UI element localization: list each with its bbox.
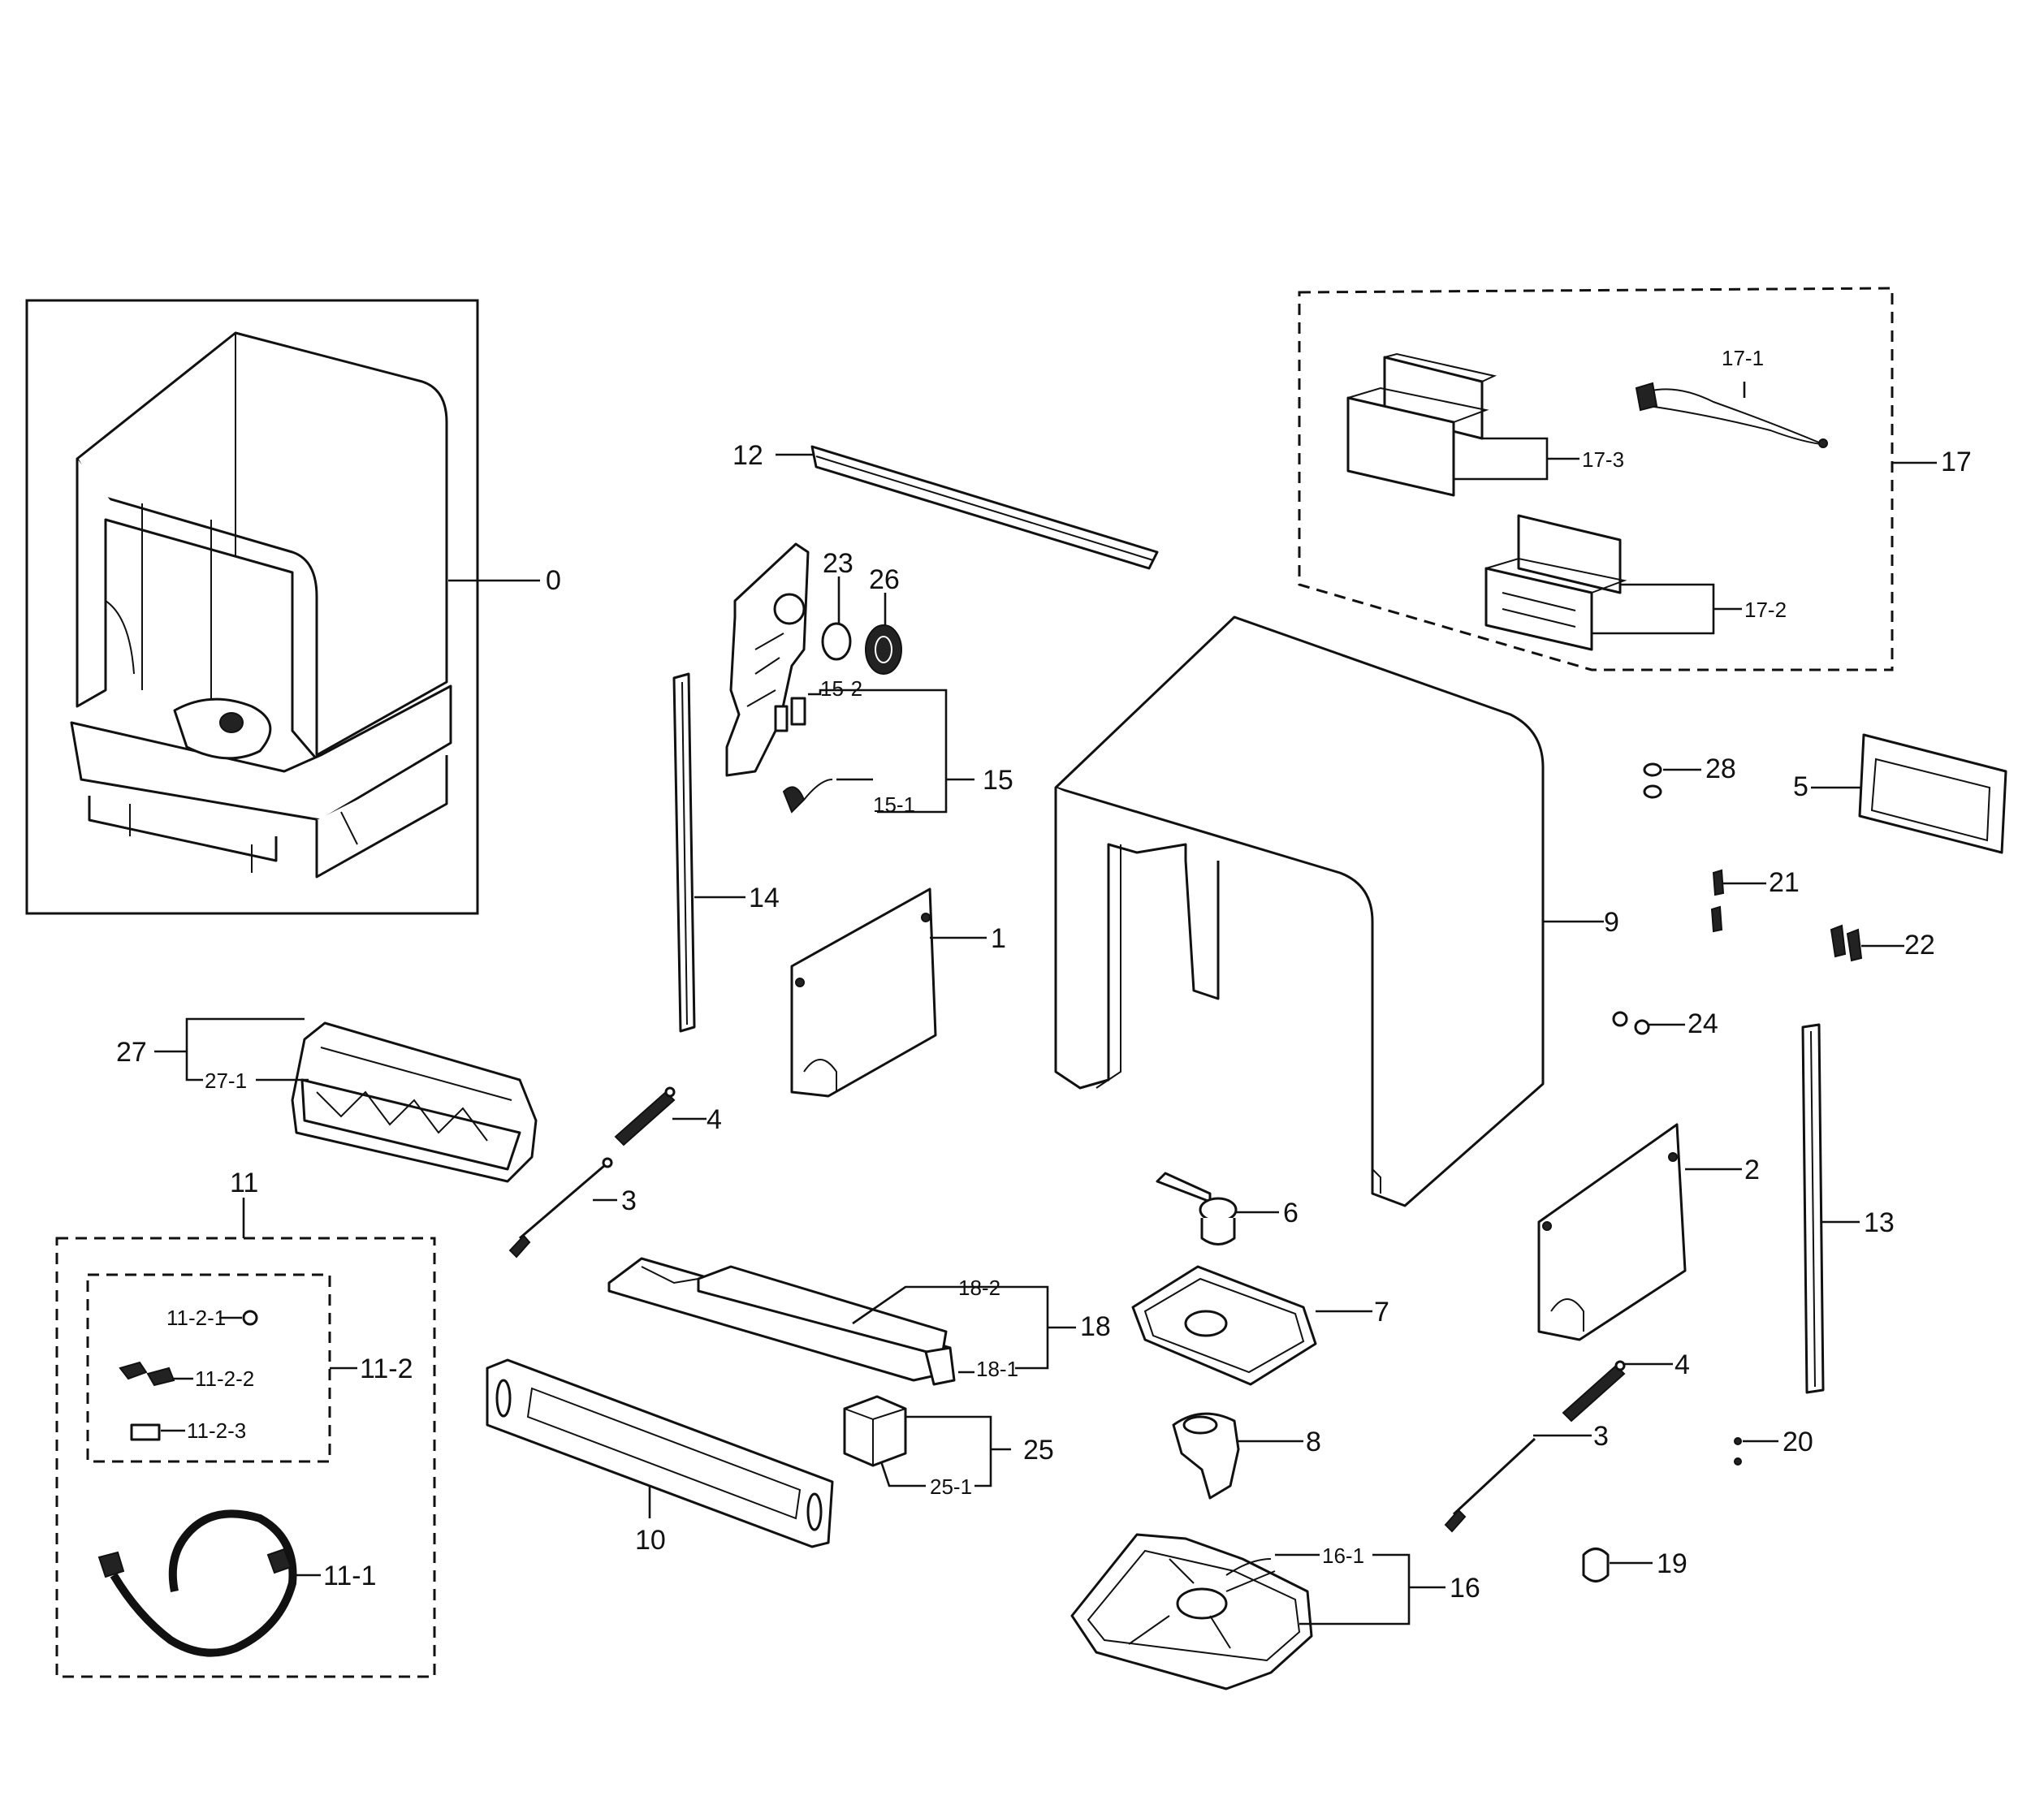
label-22: 22 (1904, 930, 1935, 961)
label-13: 13 (1864, 1207, 1895, 1238)
label-10: 10 (635, 1525, 666, 1556)
part-3-cable-left (508, 1157, 613, 1259)
label-18: 18 (1080, 1311, 1111, 1342)
part-4-spring-right (1562, 1360, 1626, 1423)
label-14: 14 (749, 883, 780, 913)
part-16-sump-base (1070, 1533, 1313, 1690)
part-20-screws (1734, 1437, 1742, 1466)
label-18-2: 18-2 (958, 1276, 1000, 1300)
label-16-1: 16-1 (1322, 1543, 1364, 1568)
label-4b: 4 (1675, 1349, 1690, 1380)
label-0: 0 (546, 565, 561, 596)
part-23-seal-ring (821, 622, 852, 661)
label-25-1: 25-1 (930, 1474, 972, 1499)
part-0-tub-assembly (25, 299, 479, 915)
label-12: 12 (732, 440, 763, 471)
part-10-kick-plate (486, 1358, 834, 1548)
label-16: 16 (1450, 1573, 1480, 1604)
label-15-1: 15-1 (873, 792, 915, 817)
label-18-1: 18-1 (976, 1357, 1018, 1381)
label-17-1: 17-1 (1722, 346, 1764, 370)
part-1-side-panel (790, 887, 937, 1098)
part-28-rings (1643, 762, 1662, 799)
label-25: 25 (1023, 1435, 1054, 1466)
part-25-bracket (843, 1395, 907, 1467)
label-5: 5 (1793, 771, 1808, 802)
label-3a: 3 (621, 1185, 637, 1216)
part-11-hose-kit (55, 1237, 436, 1678)
part-13-side-rail (1801, 1023, 1825, 1394)
label-3b: 3 (1593, 1421, 1609, 1452)
label-17-2: 17-2 (1744, 598, 1787, 622)
part-8-filter-housing (1172, 1412, 1240, 1500)
label-7: 7 (1374, 1297, 1389, 1328)
label-20: 20 (1783, 1427, 1813, 1457)
label-15-2: 15-2 (820, 676, 862, 701)
label-19: 19 (1657, 1548, 1687, 1579)
label-26: 26 (869, 564, 900, 595)
part-21-clips (1710, 869, 1725, 933)
part-7-gasket-plate (1131, 1265, 1317, 1386)
label-24: 24 (1687, 1008, 1718, 1039)
label-11: 11 (230, 1168, 258, 1198)
label-15: 15 (983, 765, 1013, 796)
part-19-knob (1582, 1548, 1610, 1582)
part-17-module-group (1298, 287, 1894, 671)
part-18-base-plate (607, 1257, 956, 1386)
label-11-2: 11-2 (360, 1354, 413, 1384)
label-11-2-3: 11-2-3 (187, 1418, 246, 1443)
part-24-screws (1612, 1011, 1650, 1035)
label-27: 27 (116, 1037, 147, 1068)
label-9: 9 (1604, 907, 1619, 938)
label-11-2-1: 11-2-1 (166, 1306, 226, 1330)
part-6-spray-arm-mount (1156, 1172, 1238, 1246)
label-4a: 4 (707, 1104, 722, 1135)
label-6: 6 (1283, 1198, 1299, 1228)
part-26-filter (865, 624, 902, 675)
label-17: 17 (1941, 447, 1972, 477)
label-11-1: 11-1 (323, 1561, 377, 1591)
part-9-tub (1054, 615, 1545, 1207)
part-5-bracket (1858, 733, 2007, 854)
part-15-bracket (725, 542, 833, 814)
label-11-2-2: 11-2-2 (195, 1366, 254, 1391)
label-17-3: 17-3 (1582, 447, 1624, 472)
part-12-rail (810, 445, 1159, 570)
part-22-clips (1830, 924, 1863, 962)
part-3-cable-right (1444, 1437, 1536, 1533)
label-27-1: 27-1 (205, 1069, 247, 1093)
label-1: 1 (991, 923, 1006, 954)
label-23: 23 (823, 548, 853, 579)
label-8: 8 (1306, 1427, 1321, 1457)
part-4-spring-left (614, 1086, 676, 1146)
part-27-rack (291, 1021, 538, 1183)
label-28: 28 (1705, 753, 1736, 784)
part-14-side-rail (672, 672, 696, 1033)
part-2-side-panel (1537, 1123, 1687, 1341)
label-2: 2 (1744, 1155, 1760, 1185)
label-21: 21 (1769, 867, 1800, 898)
